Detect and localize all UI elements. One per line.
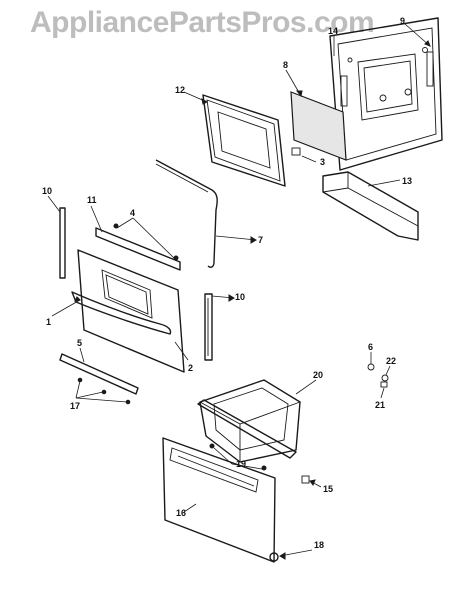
- callout-19: 19: [236, 459, 246, 469]
- callout-17: 17: [70, 401, 80, 411]
- part-20-drawer: [197, 379, 301, 463]
- watermark-logo: AppliancePartsPros.com: [30, 6, 375, 39]
- callout-18: 18: [314, 540, 324, 550]
- callout-20: 20: [313, 370, 323, 380]
- callout-15: 15: [323, 484, 333, 494]
- callout-1: 1: [46, 317, 51, 327]
- callout-10-right: 10: [235, 292, 245, 302]
- part-18-foot: [269, 552, 279, 562]
- callout-22: 22: [386, 356, 396, 366]
- part-21-bolt: [380, 381, 388, 388]
- callout-7: 7: [258, 235, 263, 245]
- part-13-trim-bar: [322, 171, 419, 241]
- part-10-left-strip: [59, 207, 66, 279]
- callout-13: 13: [402, 176, 412, 186]
- callout-11: 11: [87, 195, 97, 205]
- callout-4: 4: [130, 208, 135, 218]
- callout-14: 14: [328, 26, 338, 36]
- leader-lines: [47, 23, 431, 557]
- callout-10-left: 10: [42, 186, 52, 196]
- callout-16: 16: [176, 508, 186, 518]
- leader-arrowheads: [74, 40, 431, 560]
- callout-3: 3: [320, 157, 325, 167]
- part-10-right-strip: [204, 293, 213, 361]
- part-6-nut: [367, 363, 375, 371]
- callout-labels: 9 14 8 12 3 13 7 10 11 4 1 10 2 5 17 6 2…: [42, 16, 412, 550]
- callout-8: 8: [283, 60, 288, 70]
- part-22-washer: [381, 374, 389, 382]
- part-7-door-channel: [155, 159, 218, 268]
- callout-21: 21: [375, 400, 385, 410]
- callout-6: 6: [368, 342, 373, 352]
- callout-2: 2: [188, 363, 193, 373]
- part-9-screw: [422, 47, 428, 53]
- part-16-drawer-front: [162, 437, 276, 563]
- part-15-clip: [301, 475, 310, 484]
- part-11-vent-strip: [95, 223, 181, 271]
- part-12-door-glass-frame: [202, 94, 286, 187]
- callout-12: 12: [175, 85, 185, 95]
- part-8-door-glass: [290, 91, 347, 161]
- part-14-inner-door-panel: [329, 17, 443, 171]
- callout-9: 9: [400, 16, 405, 26]
- callout-5: 5: [77, 338, 82, 348]
- part-1-oven-door: [71, 249, 185, 373]
- part-3-clip: [291, 147, 301, 156]
- part-5-bottom-strip: [59, 353, 139, 405]
